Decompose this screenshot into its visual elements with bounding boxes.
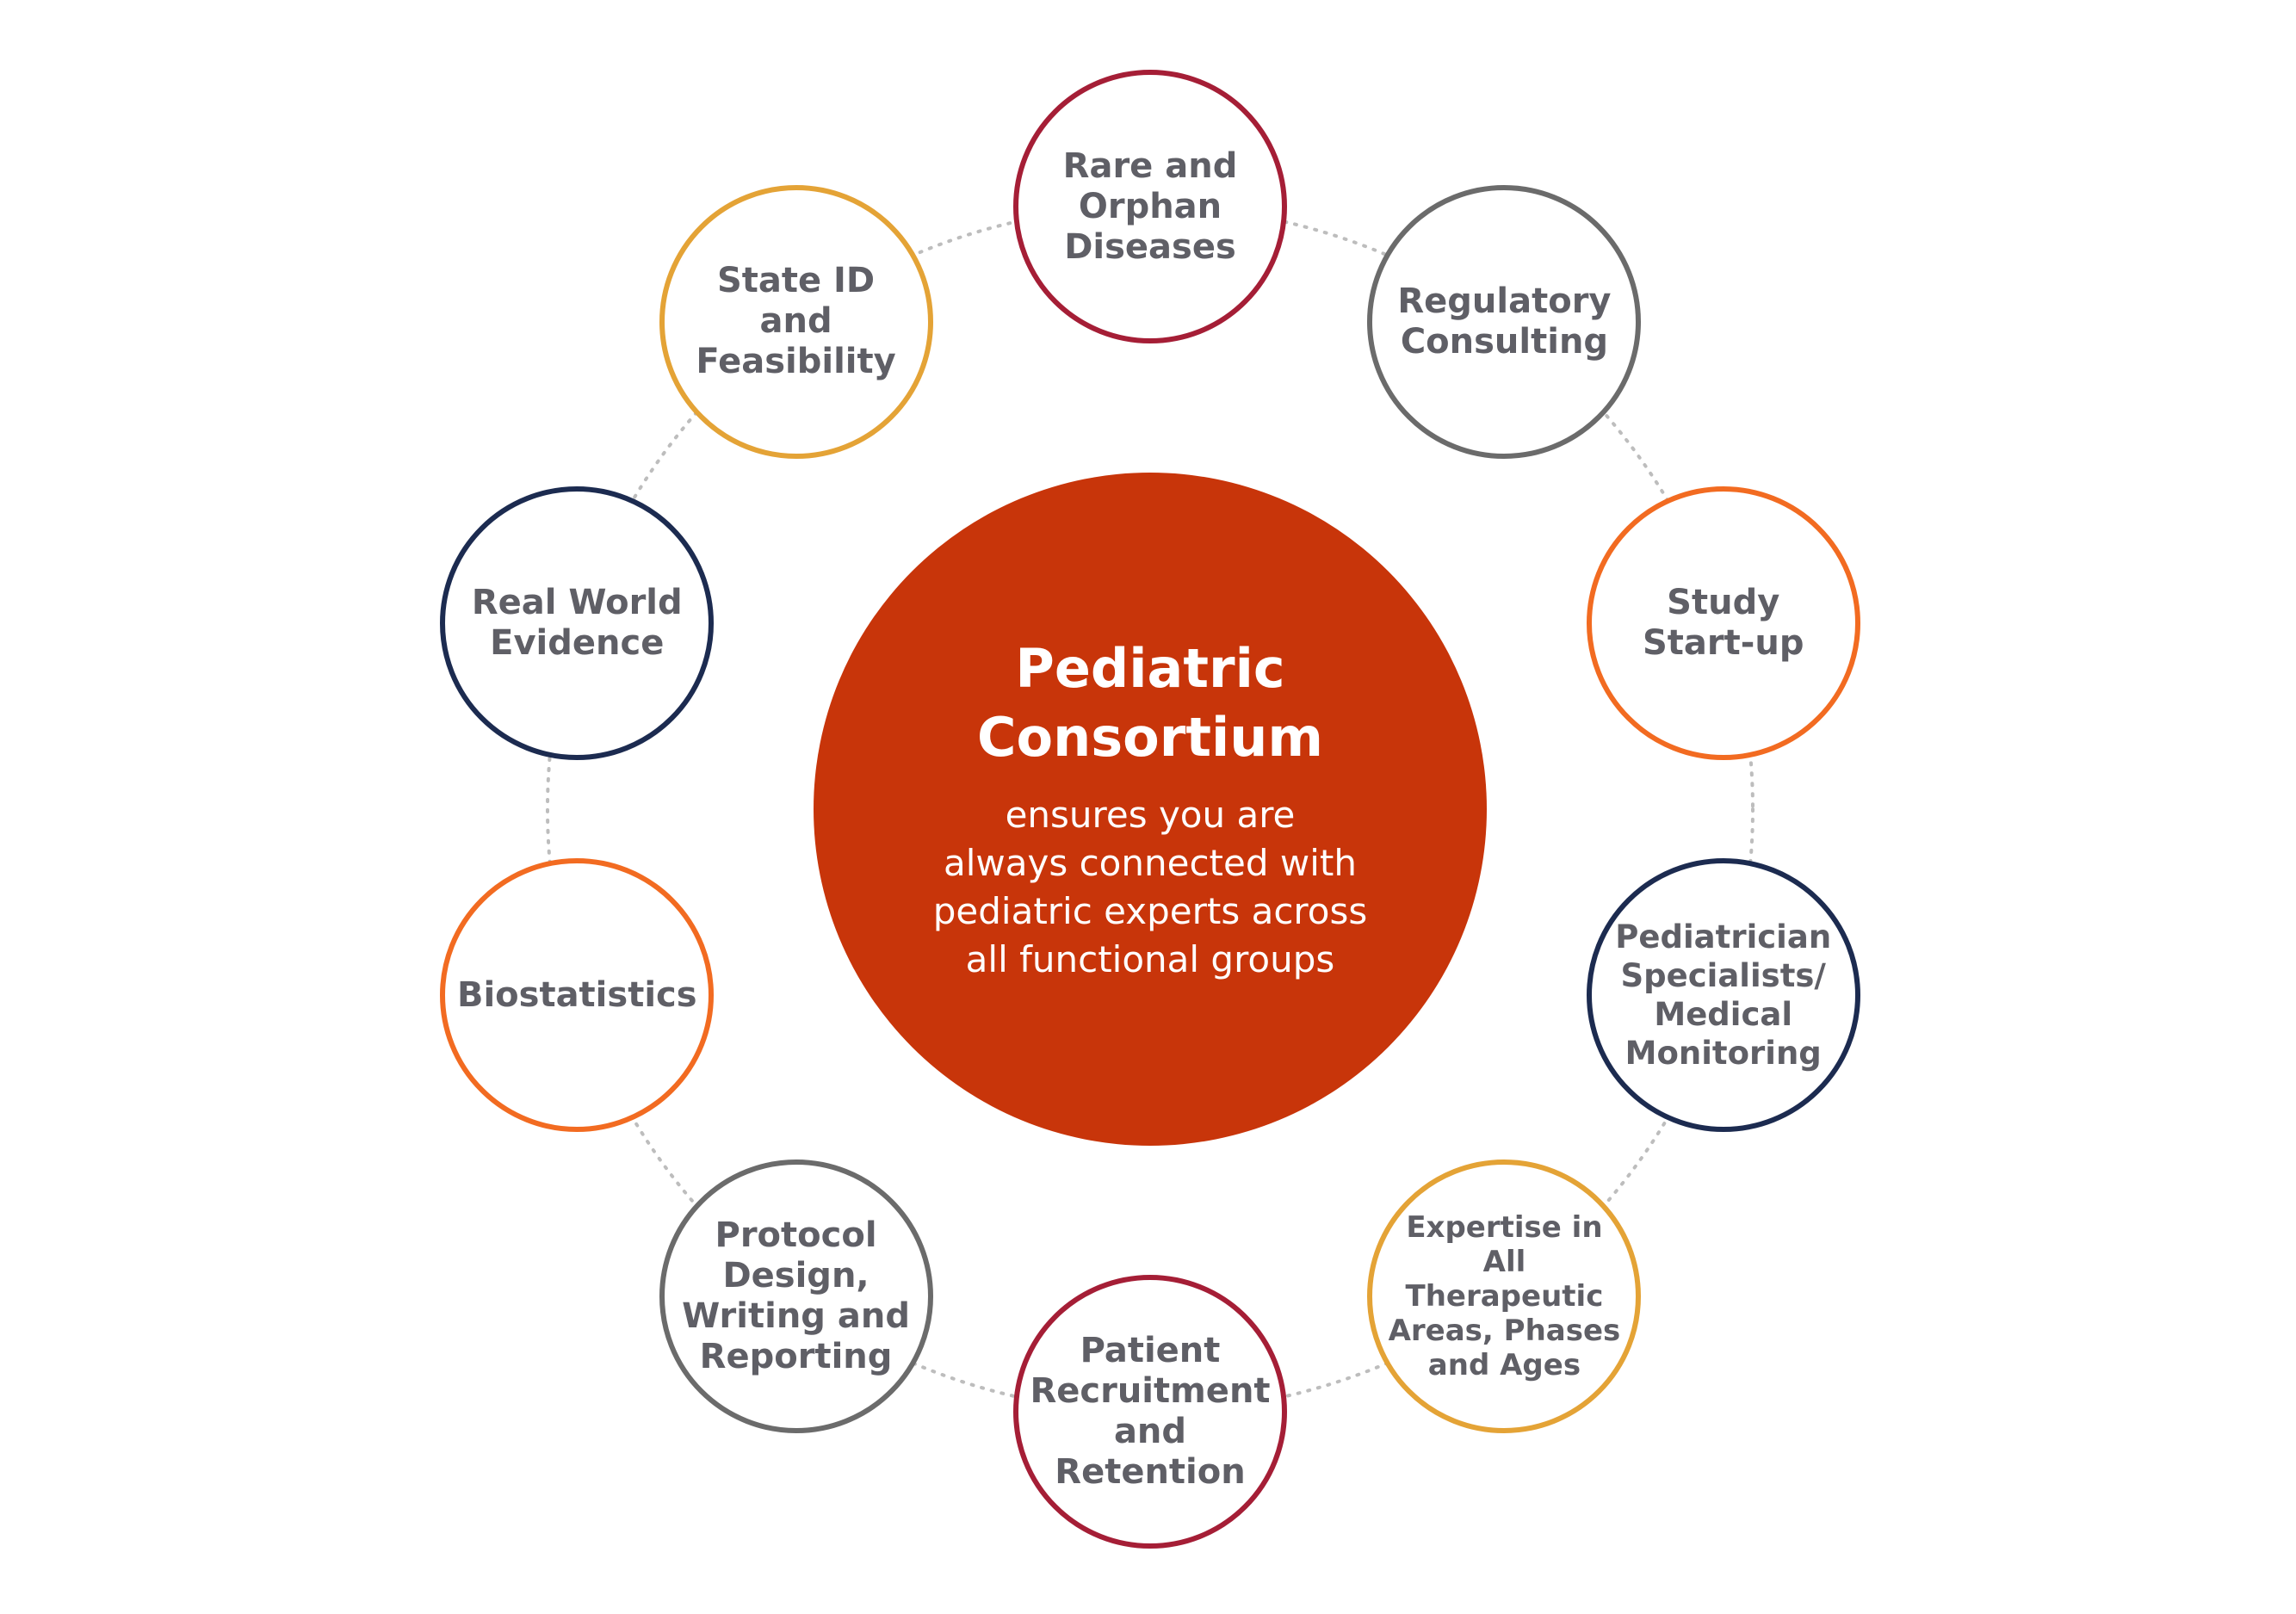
node-pediatrician[interactable]: Pediatrician Specialists/ Medical Monito… xyxy=(1586,858,1860,1133)
node-biostatistics[interactable]: Biostatistics xyxy=(440,858,715,1133)
node-label: Study Start-up xyxy=(1642,582,1804,663)
center-title: Pediatric Consortium xyxy=(977,637,1323,769)
node-label: Rare and Orphan Diseases xyxy=(1062,145,1238,267)
node-label: State ID and Feasibility xyxy=(696,261,896,382)
node-real-world[interactable]: Real World Evidence xyxy=(440,485,715,760)
node-label: Patient Recruitment and Retention xyxy=(1030,1331,1271,1492)
node-protocol-design[interactable]: Protocol Design, Writing and Reporting xyxy=(659,1159,933,1434)
node-label: Pediatrician Specialists/ Medical Monito… xyxy=(1615,918,1832,1073)
node-label: Protocol Design, Writing and Reporting xyxy=(682,1215,910,1377)
node-label: Expertise in All Therapeutic Areas, Phas… xyxy=(1388,1210,1621,1383)
center-hub: Pediatric Consortium ensures you are alw… xyxy=(814,473,1487,1146)
node-regulatory[interactable]: Regulatory Consulting xyxy=(1367,184,1642,459)
node-study-startup[interactable]: Study Start-up xyxy=(1586,485,1860,760)
node-label: Biostatistics xyxy=(456,974,697,1015)
node-expertise[interactable]: Expertise in All Therapeutic Areas, Phas… xyxy=(1367,1159,1642,1434)
center-subtitle: ensures you are always connected with pe… xyxy=(932,794,1368,980)
node-patient-recruitment[interactable]: Patient Recruitment and Retention xyxy=(1013,1275,1287,1549)
node-rare-orphan[interactable]: Rare and Orphan Diseases xyxy=(1013,70,1287,343)
node-label: Real World Evidence xyxy=(471,582,683,663)
node-state-id[interactable]: State ID and Feasibility xyxy=(659,184,933,459)
node-label: Regulatory Consulting xyxy=(1397,281,1612,362)
